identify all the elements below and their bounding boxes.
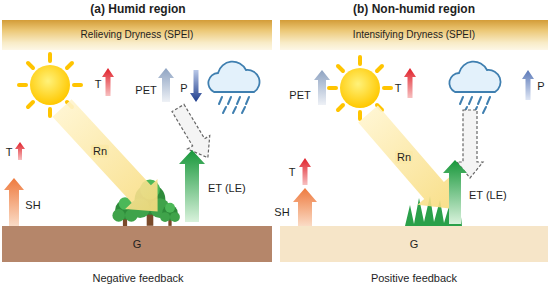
rain-cloud [449, 62, 500, 113]
ground-band: G [280, 226, 548, 262]
pet-arrow [314, 70, 330, 105]
radiation-arrow [46, 93, 174, 226]
panel-title: (a) Humid region [90, 3, 185, 17]
variable-label: Rn [91, 145, 109, 158]
node-text: G [133, 238, 142, 251]
temperature-arrow [404, 68, 416, 98]
sun-icon [329, 57, 391, 119]
variable-label: Rn [395, 151, 413, 164]
evapotranspiration-arrow [443, 160, 467, 224]
feedback-label: Positive feedback [371, 272, 457, 285]
radiation-arrow [46, 93, 174, 226]
variable-label: PET [289, 89, 310, 102]
variable-label: SH [274, 206, 289, 219]
variable-label: T [95, 78, 102, 91]
variable-label: P [180, 82, 187, 95]
dryness-banner: Relieving Dryness (SPEI) [2, 20, 272, 50]
variable-label: T [289, 166, 296, 179]
ground-band: G [2, 226, 272, 262]
node-text: Relieving Dryness (SPEI) [81, 29, 194, 41]
feedback-label: Negative feedback [92, 272, 183, 285]
dryness-banner: Intensifying Dryness (SPEI) [280, 20, 548, 50]
precipitation-arrow [190, 70, 202, 102]
rain-cloud [208, 62, 259, 113]
precipitation-arrow [522, 70, 534, 100]
variable-label: T [395, 82, 402, 95]
temperature-arrow [299, 158, 311, 185]
temperature-arrow [102, 68, 114, 96]
temperature-arrow [15, 142, 25, 160]
variable-label: ET (LE) [208, 182, 246, 195]
trees [160, 203, 180, 226]
variable-label: SH [25, 199, 40, 212]
evapotranspiration-arrow [179, 150, 205, 222]
rain-cloud [208, 62, 259, 113]
variable-label: T [6, 146, 13, 159]
panel-title: (b) Non-humid region [353, 3, 475, 17]
pet-arrow [158, 68, 174, 102]
node-text: G [410, 238, 419, 251]
sensible-heat-arrow [293, 188, 317, 228]
sun-icon [329, 57, 391, 119]
rain-cloud [449, 62, 500, 113]
variable-label: P [537, 80, 544, 93]
node-text: Intensifying Dryness (SPEI) [353, 29, 475, 41]
sensible-heat-arrow [4, 178, 24, 228]
variable-label: ET (LE) [469, 189, 507, 202]
variable-label: PET [135, 84, 156, 97]
